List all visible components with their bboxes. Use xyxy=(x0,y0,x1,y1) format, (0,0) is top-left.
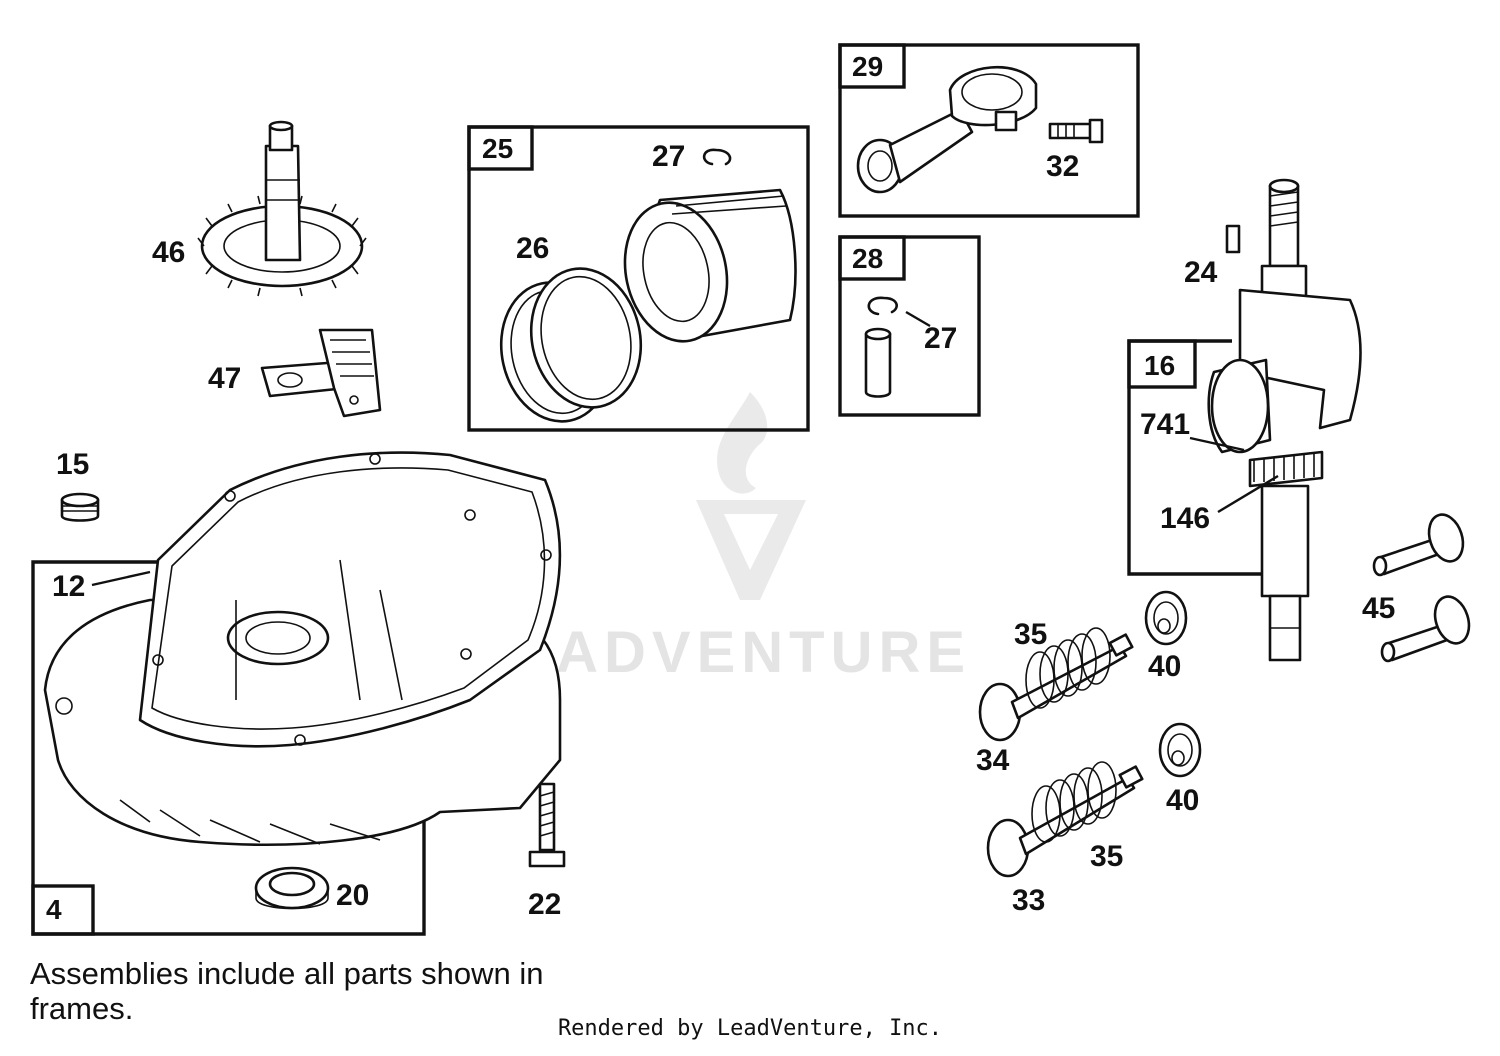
render-credit: Rendered by LeadVenture, Inc. xyxy=(557,1016,943,1041)
key-24 xyxy=(1225,224,1241,254)
callout-12: 12 xyxy=(52,570,85,603)
callout-35-lower: 35 xyxy=(1090,840,1123,873)
callout-40-upper: 40 xyxy=(1148,650,1181,683)
callout-45: 45 xyxy=(1362,592,1395,625)
valve-spring-35-upper xyxy=(1025,627,1111,709)
callout-40-lower: 40 xyxy=(1166,784,1199,817)
callout-24: 24 xyxy=(1184,256,1218,289)
watermark-logo xyxy=(696,392,806,600)
callout-32: 32 xyxy=(1046,150,1079,183)
frame-29 xyxy=(838,43,1140,218)
frame-16-label: 16 xyxy=(1144,350,1175,381)
intake-valve-34 xyxy=(978,633,1134,742)
callout-46: 46 xyxy=(152,236,185,269)
callout-22: 22 xyxy=(528,888,561,921)
callout-27-piston: 27 xyxy=(652,140,685,173)
frame-4 xyxy=(31,560,426,936)
frame-28 xyxy=(838,235,981,417)
callout-34: 34 xyxy=(976,744,1010,777)
piston-rings-26 xyxy=(499,267,643,423)
callout-15: 15 xyxy=(56,448,89,481)
exhaust-valve-33 xyxy=(986,765,1144,878)
spring-retainer-40-lower xyxy=(1158,722,1202,778)
assemblies-note: Assemblies include all parts shown in fr… xyxy=(30,956,544,1026)
oil-seal-20 xyxy=(254,866,330,910)
piston-pin xyxy=(864,327,892,398)
retaining-ring-27b xyxy=(867,296,898,316)
governor-47 xyxy=(260,328,382,418)
connecting-rod xyxy=(856,65,1038,194)
callout-47: 47 xyxy=(208,362,241,395)
rod-bolt-32 xyxy=(1048,118,1104,144)
callout-741: 741 xyxy=(1140,408,1190,441)
frame-25 xyxy=(467,125,810,432)
leader-146 xyxy=(1217,474,1279,514)
valve-spring-35-lower xyxy=(1031,761,1117,843)
spring-retainer-40-upper xyxy=(1144,590,1188,646)
piston-assembly xyxy=(623,188,797,343)
callout-20: 20 xyxy=(336,879,369,912)
frame-28-label: 28 xyxy=(852,243,883,274)
frame-29-label: 29 xyxy=(852,51,883,82)
plug-15 xyxy=(60,492,100,522)
callout-26: 26 xyxy=(516,232,549,265)
leader-741 xyxy=(1189,436,1245,452)
callout-27-pin: 27 xyxy=(924,322,957,355)
callout-35-upper: 35 xyxy=(1014,618,1047,651)
bolt-22 xyxy=(528,782,566,868)
callout-33: 33 xyxy=(1012,884,1045,917)
retaining-ring-27 xyxy=(702,148,732,166)
frame-16 xyxy=(1127,339,1264,576)
frame-25-label: 25 xyxy=(482,133,513,164)
cam-gear-46 xyxy=(197,120,367,297)
sump-crankcase xyxy=(43,451,562,846)
tappet-45-lower xyxy=(1380,595,1471,663)
tappet-45-upper xyxy=(1372,513,1465,577)
leader-12 xyxy=(91,570,151,587)
frame-4-label: 4 xyxy=(46,894,62,925)
leader-27b xyxy=(905,310,931,328)
callout-146: 146 xyxy=(1160,502,1210,535)
crankshaft xyxy=(1207,178,1362,662)
